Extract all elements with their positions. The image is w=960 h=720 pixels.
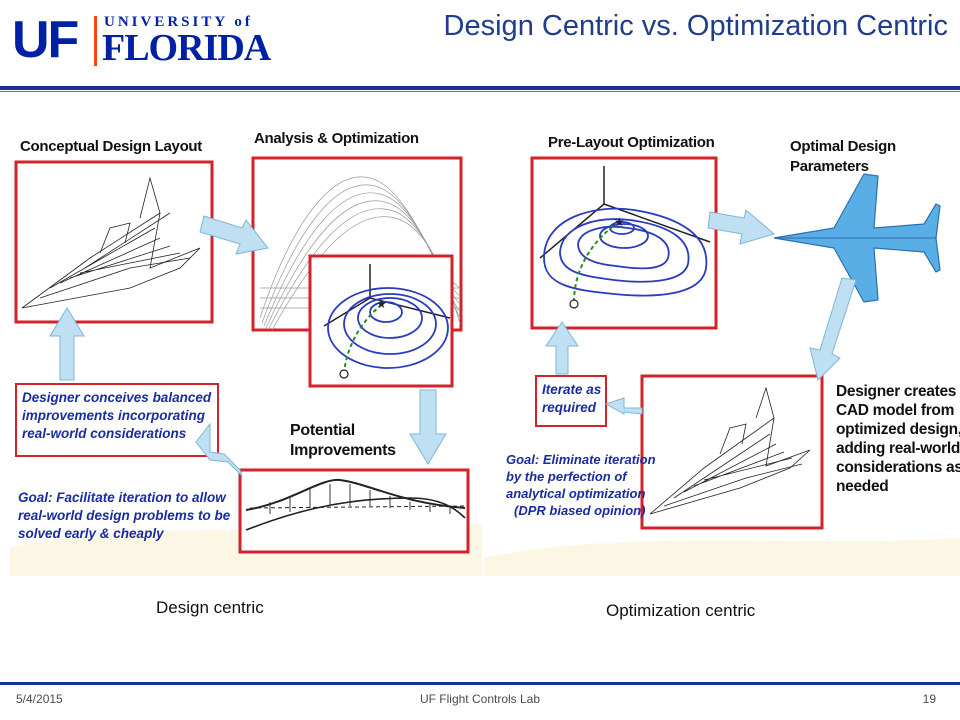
designer-creates-line-4: adding real-world — [836, 440, 960, 457]
optimization-centric-diagram: ★ Pre-Layout Optimization Optimal Design… — [484, 118, 960, 576]
arrow-to-iterate — [604, 397, 643, 415]
prelayout-box — [530, 156, 718, 330]
designer-note-line-2: improvements incorporating — [22, 408, 206, 423]
arrow-to-prelayout — [545, 321, 579, 375]
designer-note-box — [15, 383, 219, 457]
logo-florida-text: FLORIDA — [102, 27, 271, 69]
iterate-note-line-1: Iterate as — [542, 382, 602, 397]
right-goal-line-3: analytical optimization — [506, 486, 646, 501]
label-analysis-optimization: Analysis & Optimization — [254, 130, 419, 147]
designer-creates-line-3: optimized design, — [836, 421, 960, 438]
label-potential: Potential — [290, 422, 355, 439]
left-goal-line-2: real-world design problems to be — [18, 508, 231, 523]
design-centric-diagram: ★ Conceptual Design Layout Analysis & Op… — [10, 118, 482, 576]
label-improvements: Improvements — [290, 442, 396, 459]
svg-text:★: ★ — [376, 297, 387, 311]
jet-wireframe-icon — [21, 176, 201, 309]
jet-wireframe-icon — [649, 386, 811, 515]
design-centric-graphics: ★ — [10, 156, 482, 576]
footer-rule — [0, 682, 960, 685]
svg-text:★: ★ — [614, 215, 625, 229]
flow-arrows — [49, 215, 447, 477]
uf-logo: UF UNIVERSITY of FLORIDA — [12, 12, 274, 68]
arrow-to-designer — [195, 422, 243, 477]
left-goal-line-3: solved early & cheaply — [18, 526, 164, 541]
cad-model-box — [640, 374, 824, 530]
optimal-plane-icon — [773, 173, 941, 303]
iterate-note-box — [535, 375, 607, 427]
arrow-to-optimal — [707, 209, 776, 245]
arrow-to-cad-model — [809, 277, 857, 381]
footer-page-number: 19 — [922, 692, 936, 706]
caption-optimization-centric: Optimization centric — [606, 601, 756, 620]
designer-creates-line-2: CAD model from — [836, 402, 955, 419]
arrow-to-conceptual — [49, 307, 85, 381]
right-goal-line-2: by the perfection of — [506, 469, 627, 484]
slide-title: Design Centric vs. Optimization Centric — [443, 10, 948, 42]
optimization-centric-graphics: ★ — [484, 156, 960, 576]
logo-uf-text: UF — [12, 11, 79, 69]
designer-note-line-3: real-world considerations — [22, 426, 187, 441]
contour-plot-icon: ★ — [323, 264, 451, 379]
header-rule-accent — [0, 91, 960, 92]
footer-lab-name: UF Flight Controls Lab — [419, 692, 541, 706]
prelayout-contour-icon: ★ — [539, 166, 711, 309]
label-parameters: Parameters — [790, 158, 869, 175]
conceptual-layout-box — [14, 160, 214, 324]
left-goal-line-1: Goal: Facilitate iteration to allow — [18, 490, 226, 505]
label-prelayout-optimization: Pre-Layout Optimization — [548, 134, 715, 151]
right-goal-line-4: (DPR biased opinion) — [514, 503, 646, 518]
logo-university-text: UNIVERSITY of — [104, 14, 253, 30]
arrow-to-analysis — [199, 215, 269, 255]
caption-design-centric: Design centric — [156, 598, 264, 617]
designer-creates-line-6: needed — [836, 478, 889, 495]
label-conceptual-layout: Conceptual Design Layout — [20, 138, 202, 155]
arrow-to-potential — [409, 389, 447, 465]
background-swoosh — [484, 538, 960, 576]
iterate-note-line-2: required — [542, 400, 597, 415]
designer-creates-line-5: considerations as — [836, 459, 960, 476]
logo-divider — [94, 16, 97, 66]
designer-note-line-1: Designer conceives balanced — [22, 390, 212, 405]
flow-arrows — [545, 209, 857, 415]
footer-date: 5/4/2015 — [16, 692, 63, 706]
right-goal-line-1: Goal: Eliminate iteration — [506, 452, 656, 467]
improvement-curve-icon — [245, 478, 466, 531]
label-optimal-design: Optimal Design — [790, 138, 896, 155]
header-rule — [0, 86, 960, 90]
designer-creates-line-1: Designer creates — [836, 383, 957, 400]
